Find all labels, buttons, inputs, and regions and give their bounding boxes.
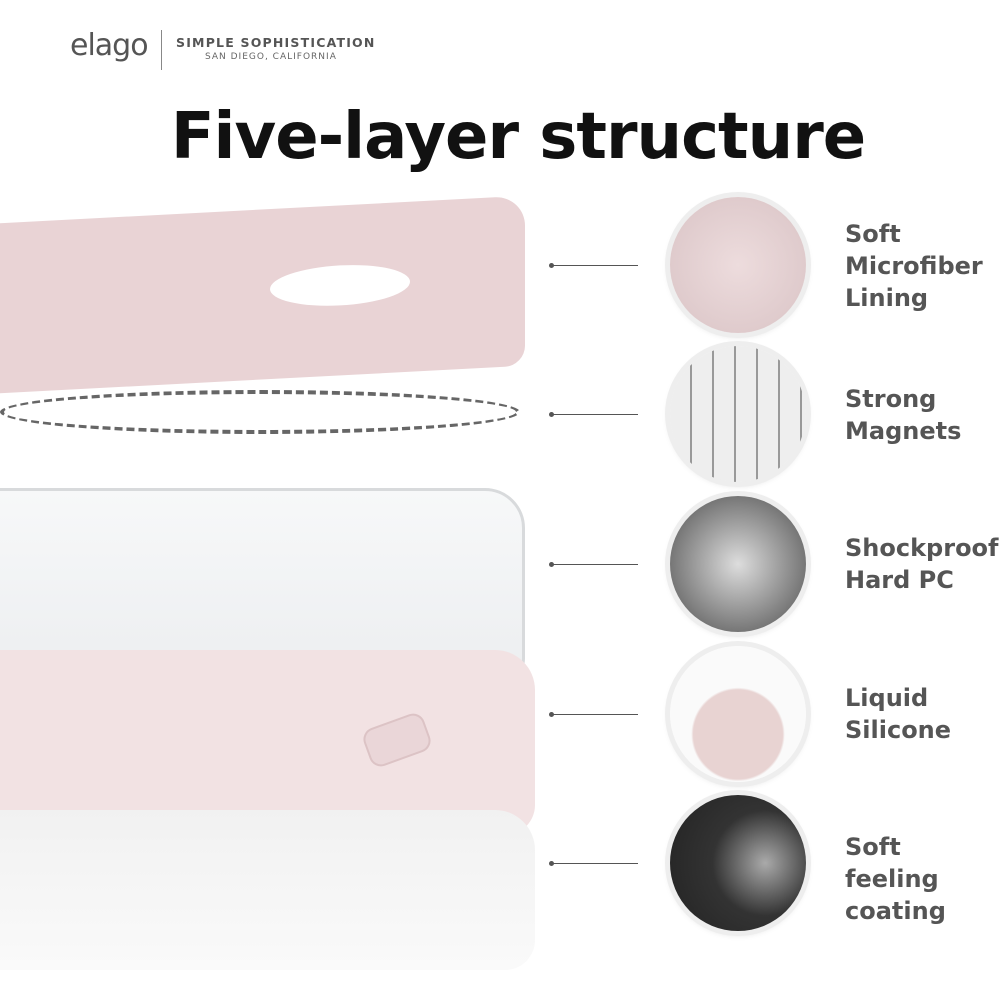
divider <box>161 30 162 70</box>
elago-logo: elago <box>70 28 149 63</box>
side-button <box>360 710 434 770</box>
leader-line <box>549 263 638 268</box>
microfiber-image <box>670 197 806 333</box>
page-title: Five-layer structure <box>170 100 866 174</box>
magnets-image <box>670 346 806 482</box>
spray-gun-image <box>670 795 806 931</box>
leader-line <box>549 412 638 417</box>
location: SAN DIEGO, CALIFORNIA <box>205 52 337 62</box>
leader-line <box>549 712 638 717</box>
magnet-ring-layer <box>0 390 520 434</box>
coating-layer <box>0 810 535 970</box>
microfiber-lining-layer <box>0 195 525 395</box>
leader-line <box>549 861 638 866</box>
tagline: SIMPLE SOPHISTICATION <box>176 35 376 50</box>
pc-pellets-image <box>670 496 806 632</box>
leader-line <box>549 562 638 567</box>
silicone-image <box>670 646 806 782</box>
silicone-layer <box>0 650 535 835</box>
